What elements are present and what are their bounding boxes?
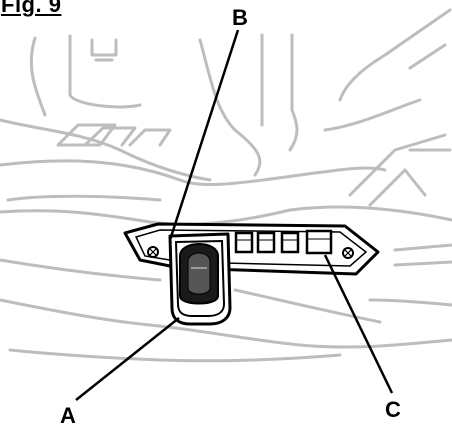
panel-screw-left [147,246,159,258]
leader-lines [75,29,394,401]
indicator-lights [234,229,333,255]
indicator-light-2 [256,231,276,254]
leader-line-b [168,29,240,241]
ignition-switch [168,232,232,326]
indicator-light-c [305,229,333,255]
figure-title: Fig. 9 [1,0,62,17]
callout-label-b: B [232,5,248,30]
leader-line-a [75,317,180,401]
background-outline [0,8,452,363]
control-panel [123,222,380,276]
leader-line-c [323,254,394,394]
panel-screw-right [342,247,354,259]
callout-label-c: C [385,397,401,422]
callout-label-a: A [60,403,76,428]
indicator-light-3 [280,231,300,254]
indicator-light-1 [234,231,254,254]
